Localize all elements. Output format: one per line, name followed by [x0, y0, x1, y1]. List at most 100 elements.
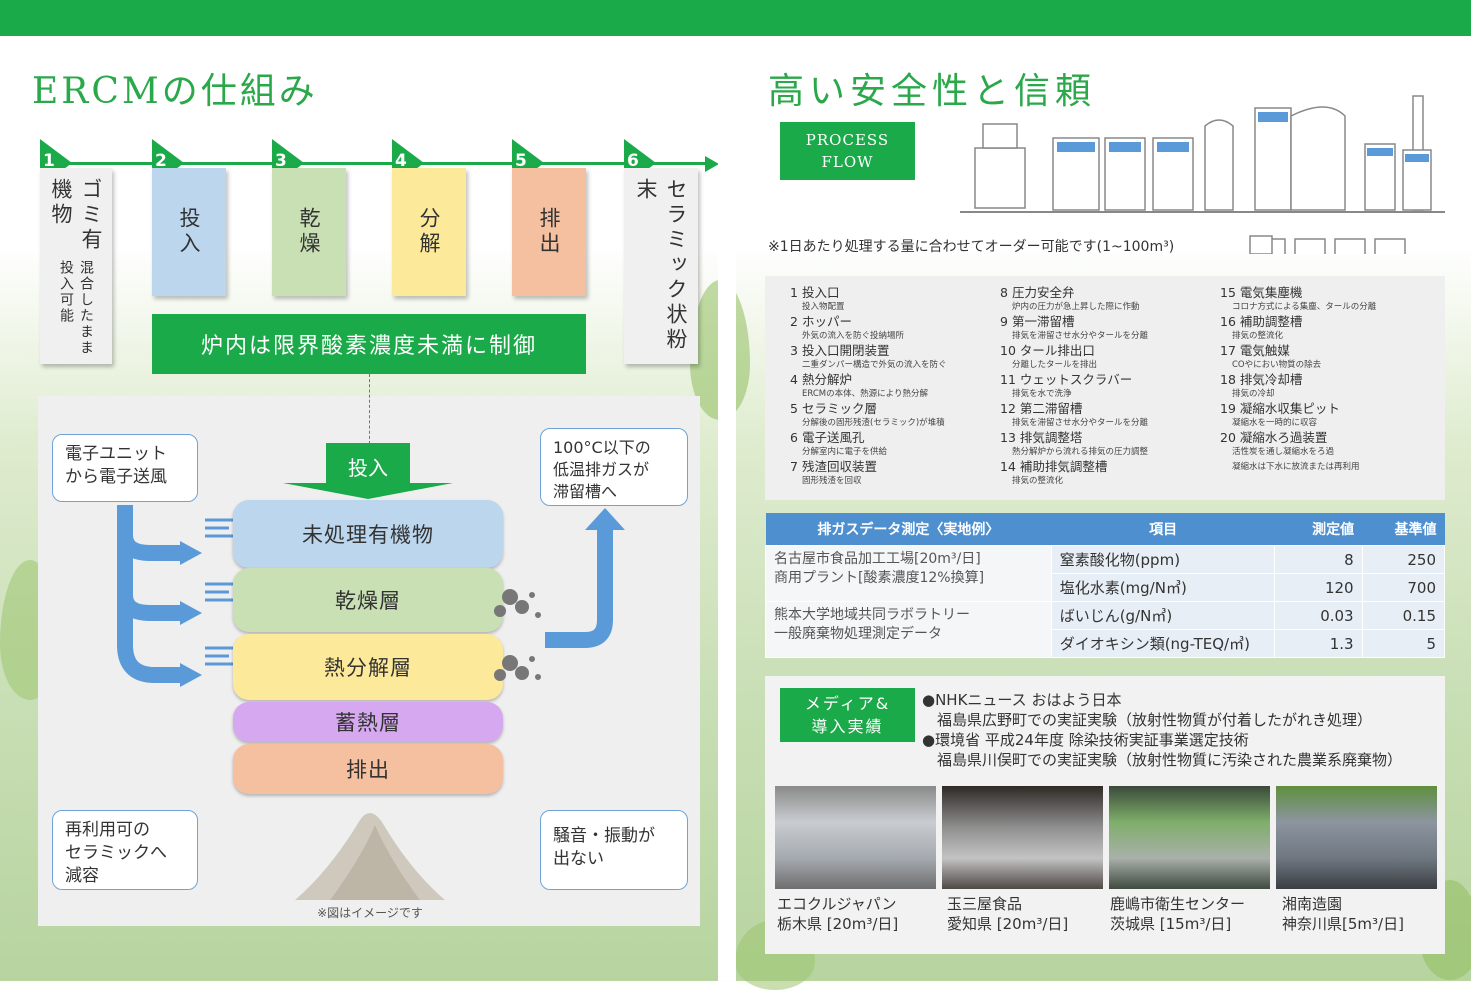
component-desc: 外気の流入を防ぐ投納場所: [802, 331, 905, 341]
process-flow-line: [40, 162, 710, 165]
gas-item: 塩化水素(mg/N㎥): [1050, 573, 1276, 602]
component-number: 19: [1220, 401, 1236, 416]
process-flow-diagram: [960, 95, 1445, 254]
control-banner: 炉内は限界酸素濃度未満に制御: [152, 314, 586, 374]
component-name: 第一滞留槽: [1011, 314, 1075, 329]
step-card: セラミック状粉末: [624, 168, 698, 364]
installation-caption: 鹿嶋市衛生センター茨城県 [15m³/日]: [1110, 894, 1245, 934]
component-name: 第二滞留槽: [1019, 401, 1083, 416]
step-card: 分解: [392, 168, 466, 296]
step-number: 5: [515, 151, 527, 171]
component-desc: 二重ダンパー構造で外気の流入を防ぐ: [802, 360, 947, 370]
media-line: ●環境省 平成24年度 除染技術実証事業選定技術: [922, 731, 1249, 749]
gas-header-source: 排ガスデータ測定〈実地例〉: [765, 513, 1052, 546]
component-desc: 分離したタールを排出: [1012, 360, 1098, 370]
flow-arrow-head: [705, 156, 719, 172]
page-title-right: 高い安全性と信頼: [768, 71, 1097, 112]
gas-standard: 700: [1361, 573, 1446, 602]
gas-table-row: 熊本大学地域共同ラボラトリー 一般廃棄物処理測定データばいじん(g/N㎥)0.0…: [765, 601, 1446, 658]
component-name: 熱分解炉: [801, 372, 852, 387]
component-name: セラミック層: [801, 401, 877, 416]
input-arrow-label: 投入: [348, 456, 388, 480]
process-flow-box: PROCESS FLOW: [780, 122, 915, 180]
ceramic-bubble: 再利用可の セラミックへ 減容: [52, 810, 198, 890]
component-desc: 排気の整流化: [1232, 331, 1284, 341]
component-item: 5 セラミック層分解後の固形残渣(セラミック)が堆積: [790, 402, 1000, 431]
component-name: ウェットスクラバー: [1019, 372, 1133, 387]
gas-value: 8: [1274, 545, 1363, 574]
reactor-layer: 未処理有機物: [233, 500, 503, 568]
component-item: 11 ウェットスクラバー排気を水で洗浄: [1000, 373, 1215, 402]
component-number: 2: [790, 314, 798, 329]
process-flow-line2: FLOW: [821, 153, 874, 171]
exhaust-bubble: 100°C以下の 低温排ガスが 滞留槽へ: [540, 428, 688, 506]
component-name: 電気集塵機: [1239, 285, 1303, 300]
gas-header-item: 項目: [1051, 513, 1275, 546]
installation-name: 湘南造園: [1282, 895, 1343, 913]
exhaust-up-arrow: [545, 508, 625, 648]
component-number: 11: [1000, 372, 1016, 387]
component-desc: 活性炭を通し凝縮水をろ過 凝縮水は下水に放流または再利用: [1232, 447, 1360, 472]
step-label: 投入: [177, 207, 201, 257]
gas-header-standard: 基準値: [1362, 513, 1445, 546]
component-desc: 凝縮水を一時的に収容: [1232, 418, 1318, 428]
step-label: ゴミ有機物: [49, 178, 103, 253]
installation-caption: 湘南造園神奈川県[5m³/日]: [1282, 894, 1404, 934]
installation-photo: [942, 786, 1103, 889]
media-line: 福島県川俣町での実証実験（放射性物質に汚染された農業系廃棄物）: [922, 751, 1403, 769]
component-name: 補助調整槽: [1239, 314, 1303, 329]
component-desc: 排気の整流化: [1012, 476, 1064, 486]
component-name: 排気調整塔: [1019, 430, 1083, 445]
media-box-line1: メディア&: [804, 694, 891, 713]
capacity-note: ※1日あたり処理する量に合わせてオーダー可能です(1~100m³): [768, 239, 1175, 255]
component-desc: 固形残渣を回収: [802, 476, 862, 486]
step-label: 乾燥: [297, 207, 321, 257]
airflow-arrows: [117, 505, 202, 687]
component-item: 8 圧力安全弁炉内の圧力が急上昇した際に作動: [1000, 286, 1215, 315]
installation-place: 愛知県 [20m³/日]: [947, 915, 1069, 933]
installation-caption: 玉三屋食品愛知県 [20m³/日]: [947, 894, 1068, 934]
component-name: 投入口開閉装置: [801, 343, 890, 358]
gas-standard: 0.15: [1361, 601, 1446, 630]
step-label: セラミック状粉末: [634, 178, 688, 353]
component-desc: 分解室内に電子を供給: [802, 447, 888, 457]
component-item: 14 補助排気調整槽排気の整流化: [1000, 460, 1215, 489]
process-flow-line1: PROCESS: [805, 131, 890, 149]
component-name: 投入口: [801, 285, 840, 300]
component-number: 4: [790, 372, 798, 387]
step-number: 4: [395, 151, 407, 171]
reactor-layer: 乾燥層: [233, 568, 503, 632]
component-name: 排気冷却槽: [1239, 372, 1303, 387]
component-number: 15: [1220, 285, 1236, 300]
component-desc: 投入物配置: [802, 302, 845, 312]
installation-place: 茨城県 [15m³/日]: [1110, 915, 1232, 933]
installation-photo: [775, 786, 936, 889]
gas-standard: 250: [1361, 545, 1446, 574]
component-number: 5: [790, 401, 798, 416]
component-item: 16 補助調整槽排気の整流化: [1220, 315, 1445, 344]
gas-source: 熊本大学地域共同ラボラトリー 一般廃棄物処理測定データ: [765, 601, 1052, 658]
component-item: 1 投入口投入物配置: [790, 286, 1000, 315]
component-desc: 排気を水で洗浄: [1012, 389, 1072, 399]
step-card: 投入: [152, 168, 226, 296]
component-name: 凝縮水ろ過装置: [1239, 430, 1328, 445]
component-number: 3: [790, 343, 798, 358]
installation-photo: [1276, 786, 1437, 889]
page-divider: [718, 36, 736, 981]
component-number: 10: [1000, 343, 1016, 358]
dashed-connector: [369, 374, 370, 444]
input-arrow-head: [283, 483, 453, 499]
step-number: 2: [155, 151, 167, 171]
component-item: 7 残渣回収装置固形残渣を回収: [790, 460, 1000, 489]
gas-item: ダイオキシン類(ng-TEQ/㎥): [1050, 629, 1276, 658]
gas-value: 0.03: [1274, 601, 1363, 630]
component-desc: 分解後の固形残渣(セラミック)が堆積: [802, 418, 945, 428]
installation-name: エコクルジャパン: [777, 895, 897, 913]
gas-value: 120: [1274, 573, 1363, 602]
step-sublabel: 混合したまま投入可能: [58, 259, 94, 356]
component-name: 補助排気調整槽: [1019, 459, 1108, 474]
